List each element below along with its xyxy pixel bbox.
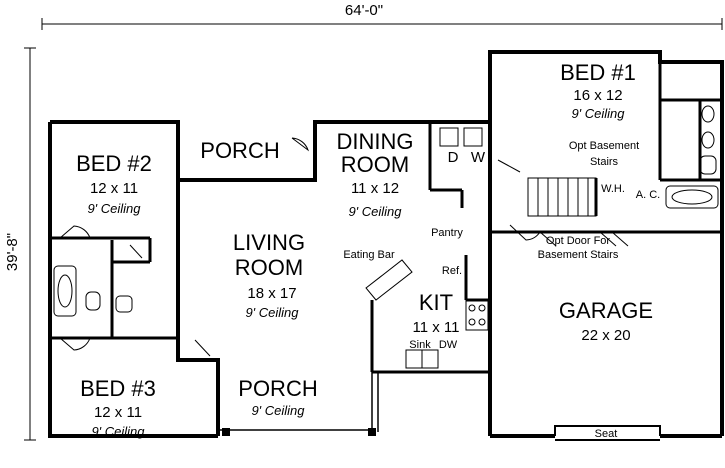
opt-door-label-1: Opt Door For [546,235,611,247]
kit-name: KIT [419,290,453,315]
porch-top-name: PORCH [200,138,279,163]
seat-label: Seat [595,428,618,440]
room-garage: GARAGE 22 x 20 [559,298,653,344]
living-name-1: LIVING [233,230,305,255]
room-dining: DINING ROOM 11 x 12 9' Ceiling [337,129,414,219]
porch-post-left [222,428,230,436]
bed2-ceiling: 9' Ceiling [87,201,141,216]
door-swings [59,137,629,357]
room-kit: KIT 11 x 11 [413,290,460,336]
opt-stairs-label-1: Opt Basement [569,140,639,152]
bed3-name: BED #3 [80,376,156,401]
garage-seat [554,425,661,441]
depth-dimension: 39'-8" [4,233,21,271]
porch-post-right [368,428,376,436]
bed3-size: 12 x 11 [94,404,142,421]
room-living: LIVING ROOM 18 x 17 9' Ceiling [233,230,305,320]
bed1-name: BED #1 [560,60,636,85]
bed2-size: 12 x 11 [90,180,138,197]
dw-label: DW [439,339,458,351]
bed1-ceiling: 9' Ceiling [571,106,625,121]
porch-bottom-ceiling: 9' Ceiling [251,403,305,418]
ac-label: A. C. [636,189,660,201]
dryer-label: D [448,149,459,166]
ref-label: Ref. [442,265,462,277]
living-size: 18 x 17 [247,285,296,302]
bed1-size: 16 x 12 [573,87,622,104]
eating-bar-label: Eating Bar [343,249,395,261]
dining-size: 11 x 12 [351,180,399,197]
bath-fixtures [53,105,719,317]
pantry-label: Pantry [431,227,463,239]
bed3-ceiling: 9' Ceiling [91,424,145,439]
opt-stairs-label-2: Stairs [590,156,619,168]
garage-size: 22 x 20 [581,327,630,344]
room-bed1: BED #1 16 x 12 9' Ceiling [560,60,636,121]
width-dimension: 64'-0" [345,2,383,19]
room-bed3: BED #3 12 x 11 9' Ceiling [80,376,156,439]
washer-label: W [471,149,486,166]
kitchen-fixtures [365,127,489,369]
sink-label: Sink [409,339,431,351]
room-bed2: BED #2 12 x 11 9' Ceiling [76,151,152,216]
porch-bottom-name: PORCH [238,376,317,401]
opt-door-label-2: Basement Stairs [538,249,619,261]
dimension-lines [24,18,723,441]
basement-stairs [527,177,597,217]
porch-rails [180,179,379,432]
bed2-name: BED #2 [76,151,152,176]
living-ceiling: 9' Ceiling [245,305,299,320]
dining-name-1: DINING [337,129,414,154]
room-porch-bottom: PORCH 9' Ceiling [238,376,317,418]
water-heater-label: W.H. [601,183,625,195]
garage-name: GARAGE [559,298,653,323]
kit-size: 11 x 11 [413,319,460,336]
living-name-2: ROOM [235,255,303,280]
dining-name-2: ROOM [341,152,409,177]
dining-ceiling: 9' Ceiling [348,204,402,219]
